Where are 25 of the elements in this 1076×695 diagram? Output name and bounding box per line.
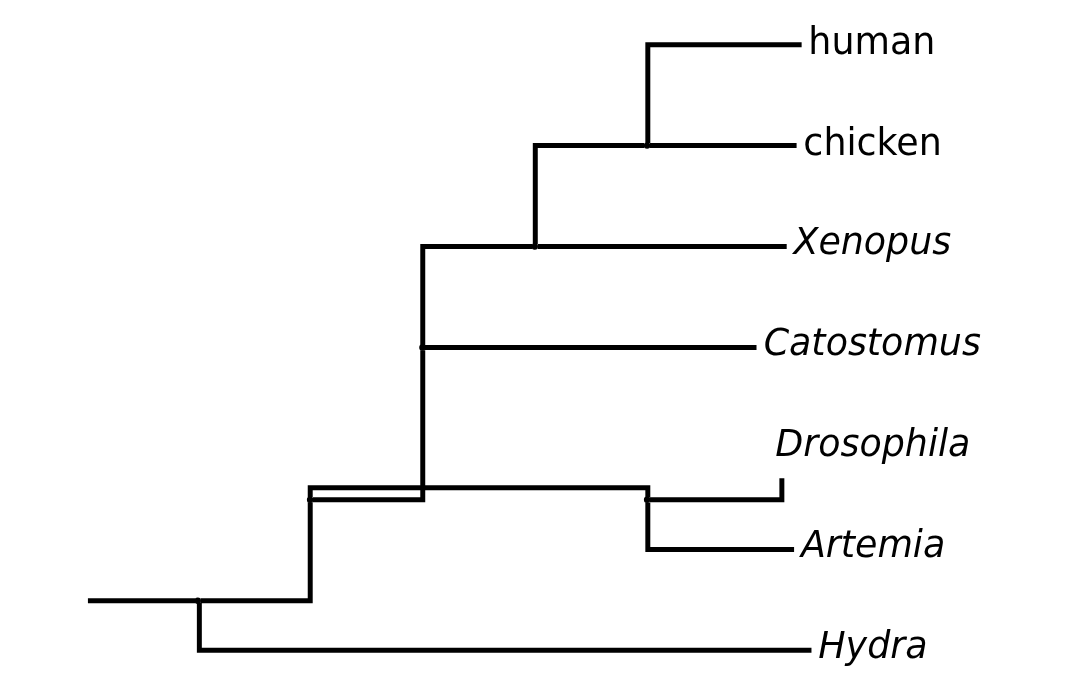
node-text: chicken xyxy=(802,120,942,164)
connector xyxy=(307,485,650,498)
node-point xyxy=(643,496,650,503)
connector xyxy=(644,42,802,144)
node-point xyxy=(418,344,426,351)
node-point xyxy=(643,142,650,149)
node-point xyxy=(194,597,201,604)
node-text: Catostomus xyxy=(763,321,981,365)
connector xyxy=(424,345,756,350)
connector xyxy=(312,350,425,503)
node-text: Hydra xyxy=(817,623,928,667)
connector xyxy=(200,502,313,604)
node-point xyxy=(306,496,313,503)
connector xyxy=(196,602,811,653)
node-text: Drosophila xyxy=(774,422,970,466)
connector xyxy=(649,143,797,149)
node-text: human xyxy=(807,19,935,63)
node-point xyxy=(531,243,538,250)
node-text: Xenopus xyxy=(792,220,951,264)
connector xyxy=(537,244,787,250)
connector xyxy=(532,143,644,245)
connector xyxy=(644,502,794,552)
node-text: Artemia xyxy=(800,523,945,567)
connector xyxy=(419,244,532,345)
connector xyxy=(87,598,195,604)
